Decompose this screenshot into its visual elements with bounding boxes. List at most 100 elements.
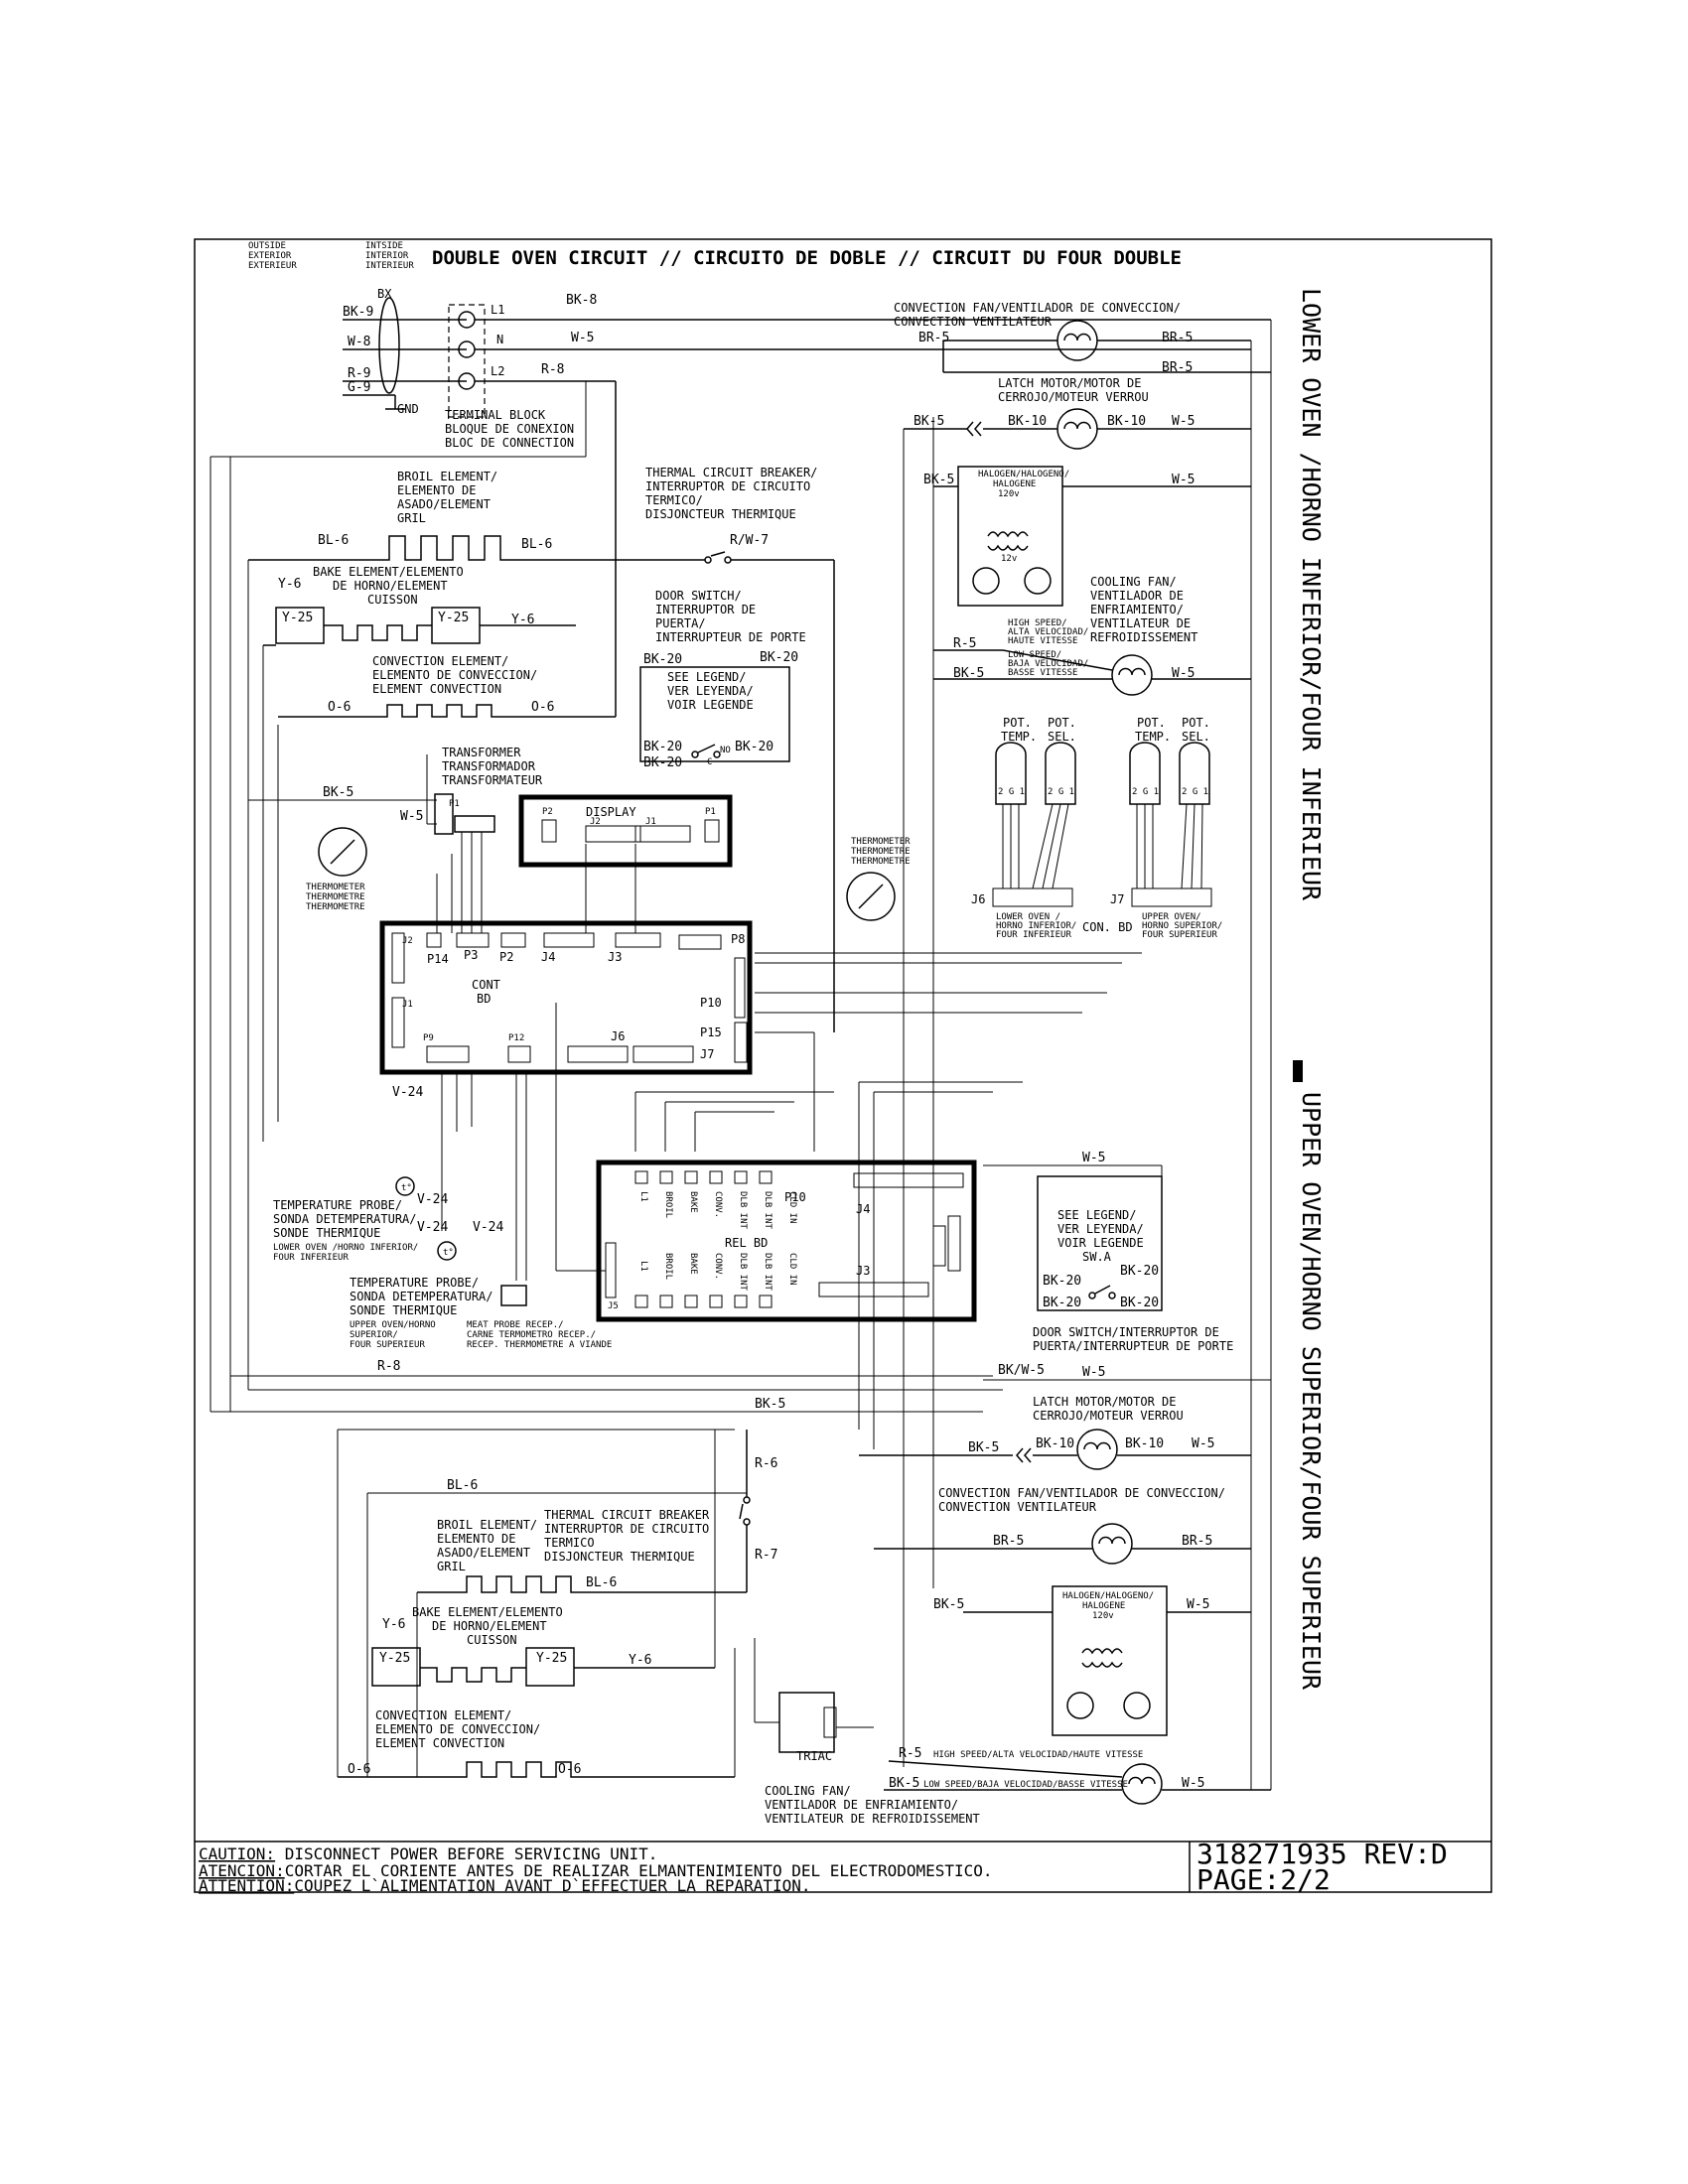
lower-conv-label-1: CONVECTION ELEMENT/ xyxy=(372,654,508,668)
upper-o6-b: O-6 xyxy=(558,1762,581,1777)
lower-tcb-label-4: DISJONCTEUR THERMIQUE xyxy=(645,507,796,521)
pot-3-sub: TEMP. xyxy=(1135,730,1171,744)
rel-bot-dlb-1: DLB INT xyxy=(738,1253,748,1292)
upper-halogen-bk5: BK-5 xyxy=(933,1597,964,1612)
cont-p12: P12 xyxy=(508,1033,524,1043)
side-label-upper: UPPER OVEN/HORNO SUPERIOR/FOUR SUPERIEUR xyxy=(1297,1092,1326,1691)
display-j1: J1 xyxy=(645,817,656,827)
pot-4-pins: 2 G 1 xyxy=(1182,787,1208,797)
lower-tcb-label-3: TERMICO/ xyxy=(645,493,703,507)
triac-label: TRIAC xyxy=(796,1749,832,1763)
upper-r6: R-6 xyxy=(755,1456,777,1471)
transformer: TRANSFORMER TRANSFORMADOR TRANSFORMATEUR… xyxy=(248,746,543,933)
n-label: N xyxy=(496,333,503,346)
atencion-text: CORTAR EL CORIENTE ANTES DE REALIZAR ELM… xyxy=(285,1861,993,1880)
upper-conv-label-1: CONVECTION ELEMENT/ xyxy=(375,1708,511,1722)
pot-2-icon xyxy=(1045,742,1076,805)
upper-latch-motor xyxy=(1076,1429,1118,1470)
lower-halogen-12v: 12v xyxy=(1001,554,1017,564)
l1-label: L1 xyxy=(491,303,504,317)
control-board: CONT BD P14 P3 P2 J4 J3 P8 P10 P15 J6 J7… xyxy=(379,920,753,1100)
upper-halogen-box xyxy=(1052,1585,1168,1736)
upper-legend-1: SEE LEGEND/ xyxy=(1057,1208,1136,1222)
lower-cooling-label-4: VENTILATEUR DE xyxy=(1090,616,1191,630)
upper-tcb-label-1: THERMAL CIRCUIT BREAKER xyxy=(544,1508,710,1522)
cont-v24: V-24 xyxy=(392,1085,423,1100)
lower-probe-icon xyxy=(395,1176,415,1196)
cont-j4: J4 xyxy=(541,950,555,964)
lower-low-2: BAJA VELOCIDAD/ xyxy=(1008,659,1088,669)
transformer-label-1: TRANSFORMER xyxy=(442,746,521,759)
left-bus-wires xyxy=(210,381,1003,1413)
upper-conv-label-3: ELEMENT CONVECTION xyxy=(375,1736,504,1750)
upper-bake-label-2: DE HORNO/ELEMENT xyxy=(432,1619,547,1633)
upper-bk20-b: BK-20 xyxy=(1120,1264,1159,1279)
lower-door-label-2: INTERRUPTOR DE xyxy=(655,603,756,616)
upper-cooling-r5: R-5 xyxy=(899,1746,921,1761)
lower-br5-b: BR-5 xyxy=(1162,331,1193,345)
board-wires xyxy=(436,844,1142,1449)
display-p1: P1 xyxy=(705,807,716,817)
right-upper-components: LATCH MOTOR/MOTOR DE CERROJO/MOTEUR VERR… xyxy=(859,320,1272,1805)
upper-probe-label-1: TEMPERATURE PROBE/ xyxy=(350,1276,479,1290)
lower-cooling-label-2: VENTILADOR DE xyxy=(1090,589,1184,603)
lower-halogen-label-2: HALOGENE xyxy=(993,479,1036,489)
pot-2-pins: 2 G 1 xyxy=(1048,787,1074,797)
upper-br5-a: BR-5 xyxy=(993,1534,1024,1549)
wire-bk9: BK-9 xyxy=(343,305,373,320)
display-board: DISPLAY P2 P1 J2 J1 xyxy=(518,794,733,868)
right-lower-components: CONVECTION FAN/VENTILADOR DE CONVECCION/… xyxy=(894,301,1271,1767)
wire-w5: W-5 xyxy=(571,331,594,345)
upper-probe-note-1: UPPER OVEN/HORNO xyxy=(350,1320,436,1330)
cont-bd-label-1: CONT xyxy=(472,978,500,992)
lower-latch-bk10-a: BK-10 xyxy=(1008,414,1047,429)
pot-1-sub: TEMP. xyxy=(1001,730,1037,744)
display-p2: P2 xyxy=(542,807,553,817)
side-label: LOWER OVEN /HORNO INFERIOR/FOUR INFERIEU… xyxy=(1293,288,1326,1691)
upper-broil-element xyxy=(417,1575,747,1593)
pot-upper-note-1: UPPER OVEN/ xyxy=(1142,912,1201,922)
upper-switch-bkw5: BK/W-5 xyxy=(998,1363,1045,1378)
inside-label-2: INTERIOR xyxy=(365,251,409,261)
upper-broil-label-1: BROIL ELEMENT/ xyxy=(437,1518,537,1532)
rel-bot-cld: CLD IN xyxy=(787,1253,797,1286)
lower-latch-w5: W-5 xyxy=(1172,414,1195,429)
meat-probe-label-3: RECEP. THERMOMETRE A VIANDE xyxy=(467,1340,612,1350)
rel-top-dlb-1: DLB INT xyxy=(738,1191,748,1230)
svg-text:t°: t° xyxy=(443,1248,454,1258)
lower-broil-label-4: GRIL xyxy=(397,511,426,525)
lower-halogen-bk5: BK-5 xyxy=(923,473,954,487)
lower-y6-left: Y-6 xyxy=(278,577,301,592)
attention-text: COUPEZ L`ALIMENTATION AVANT D`EFFECTUER … xyxy=(294,1876,810,1895)
lower-cooling-label-1: COOLING FAN/ xyxy=(1090,575,1177,589)
outside-label-3: EXTERIEUR xyxy=(248,261,297,271)
lower-latch-bk10-b: BK-10 xyxy=(1107,414,1146,429)
pot-1-icon xyxy=(995,742,1027,805)
probe-v24-a: V-24 xyxy=(417,1192,448,1207)
terminal-block: BX BK-9 W-8 R-9 G-9 GND L1 N L2 TERMINAL… xyxy=(343,287,1271,450)
upper-y6-a: Y-6 xyxy=(382,1617,405,1632)
pot-4-label: POT. xyxy=(1182,716,1210,730)
upper-legend-4: SW.A xyxy=(1082,1250,1112,1264)
lower-halogen-lamp-right xyxy=(1024,567,1052,595)
lower-door-label-4: INTERRUPTEUR DE PORTE xyxy=(655,630,806,644)
triac-box xyxy=(778,1692,835,1753)
upper-bk5: BK-5 xyxy=(755,1397,785,1412)
lower-cooling-label-5: REFROIDISSEMENT xyxy=(1090,630,1197,644)
lower-br5-a: BR-5 xyxy=(918,331,949,345)
lower-no: NO xyxy=(720,746,731,755)
upper-switch-caption-1: DOOR SWITCH/INTERRUPTOR DE xyxy=(1033,1325,1219,1339)
upper-probe-label-2: SONDA DETEMPERATURA/ xyxy=(350,1290,493,1303)
meat-probe-label-2: CARNE TERMOMETRO RECEP./ xyxy=(467,1330,596,1340)
rel-j4: J4 xyxy=(856,1202,870,1216)
pot-3-pins: 2 G 1 xyxy=(1132,787,1159,797)
probe-v24-b: V-24 xyxy=(417,1220,448,1235)
lower-y6-right: Y-6 xyxy=(511,613,534,627)
lower-bake-label-2: DE HORNO/ELEMENT xyxy=(333,579,448,593)
svg-text:CAUTION: DISCONNECT POWER BEFO: CAUTION: DISCONNECT POWER BEFORE SERVICI… xyxy=(199,1844,657,1863)
wire-r9: R-9 xyxy=(348,366,370,381)
rel-top-l1: L1 xyxy=(638,1191,648,1202)
lower-legend-3: VOIR LEGENDE xyxy=(667,698,754,712)
rel-top-cld: CLD IN xyxy=(787,1191,797,1224)
upper-oven-elements: BK-5 R-6 R-7 BL-6 BL-6 THERMAL CIRCUIT B… xyxy=(337,1397,980,1826)
